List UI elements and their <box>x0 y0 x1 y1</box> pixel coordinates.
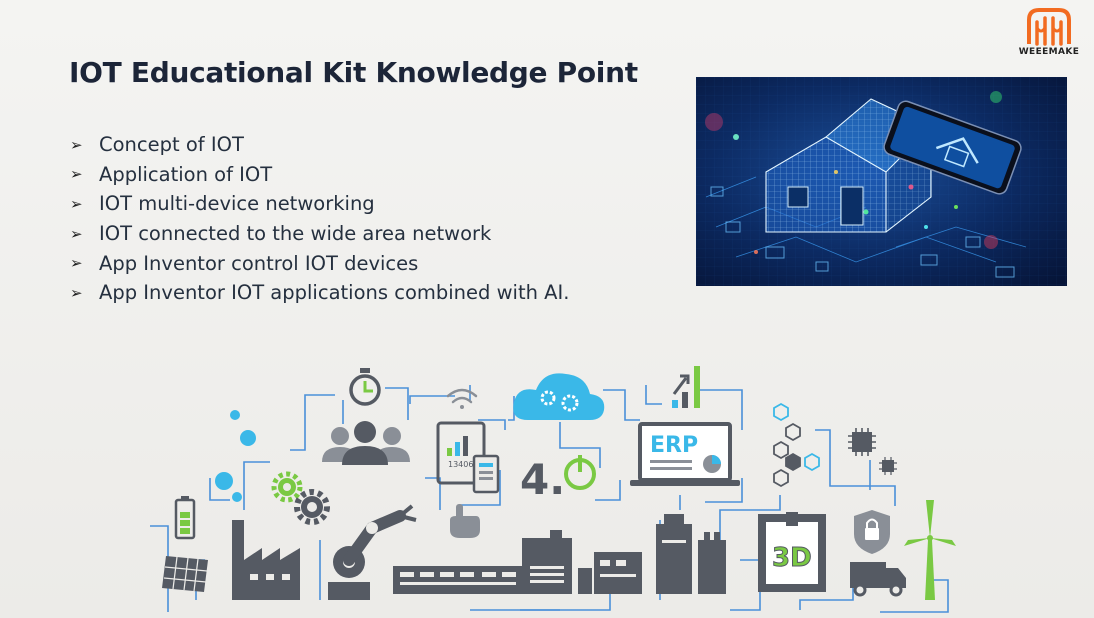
solar-panel-icon <box>162 556 208 592</box>
hexagon-network-icon <box>773 402 820 488</box>
slide-title: IOT Educational Kit Knowledge Point <box>69 56 638 89</box>
erp-laptop-icon: ERP <box>630 422 740 486</box>
hand-pointer-icon <box>450 504 480 538</box>
microchip-icon <box>848 428 897 475</box>
robot-logo-icon <box>1027 8 1071 46</box>
iot-industry-illustration: 13406 4. ERP <box>150 366 956 613</box>
truck-icon <box>850 562 906 597</box>
stopwatch-icon <box>349 368 381 406</box>
bullet-text: IOT multi-device networking <box>99 192 375 216</box>
cyan-dots <box>215 410 256 502</box>
smart-home-network-image <box>696 77 1067 286</box>
bullet-item: ➢ App Inventor IOT applications combined … <box>70 278 569 308</box>
bullet-item: ➢ IOT multi-device networking <box>70 189 569 219</box>
bullet-text: Application of IOT <box>99 162 273 186</box>
bullet-text: Concept of IOT <box>99 133 244 157</box>
3d-printer-icon: 3D <box>758 512 826 592</box>
growth-chart-icon <box>672 366 700 408</box>
chart-number: 13406 <box>448 460 473 469</box>
tablet-chart-icon: 13406 <box>436 421 500 494</box>
arrow-bullet-icon: ➢ <box>70 224 83 243</box>
weeemake-logo: WEEEMAKE <box>1010 6 1088 64</box>
bullet-text: IOT connected to the wide area network <box>99 222 492 246</box>
people-group-icon <box>322 421 410 465</box>
shield-lock-icon <box>854 510 890 554</box>
battery-icon <box>174 496 196 540</box>
erp-label: ERP <box>650 433 698 458</box>
bullet-item: ➢ Concept of IOT <box>70 130 569 160</box>
arrow-bullet-icon: ➢ <box>70 194 83 213</box>
arrow-bullet-icon: ➢ <box>70 254 83 273</box>
bullet-list: ➢ Concept of IOT ➢ Application of IOT ➢ IOT… <box>70 130 569 308</box>
bullet-text: App Inventor control IOT devices <box>99 251 419 275</box>
wifi-icon <box>446 388 478 409</box>
bullet-text: App Inventor IOT applications combined w… <box>99 281 570 305</box>
logo-wordmark: WEEEMAKE <box>1018 47 1080 57</box>
production-line-icon <box>393 514 726 594</box>
arrow-bullet-icon: ➢ <box>70 135 83 154</box>
gear-icon <box>271 471 330 525</box>
wind-turbine-icon <box>904 500 956 600</box>
3d-label: 3D <box>772 543 812 573</box>
bullet-item: ➢ App Inventor control IOT devices <box>70 248 569 278</box>
factory-icon <box>232 520 300 600</box>
robot-arm-icon <box>328 504 417 600</box>
arrow-bullet-icon: ➢ <box>70 165 83 184</box>
arrow-bullet-icon: ➢ <box>70 283 83 302</box>
cloud-gears-icon <box>513 373 605 420</box>
bullet-item: ➢ IOT connected to the wide area network <box>70 219 569 249</box>
industry-4-label: 4. <box>520 455 565 504</box>
bullet-item: ➢ Application of IOT <box>70 160 569 190</box>
industry-4-0-icon: 4. <box>520 455 596 504</box>
